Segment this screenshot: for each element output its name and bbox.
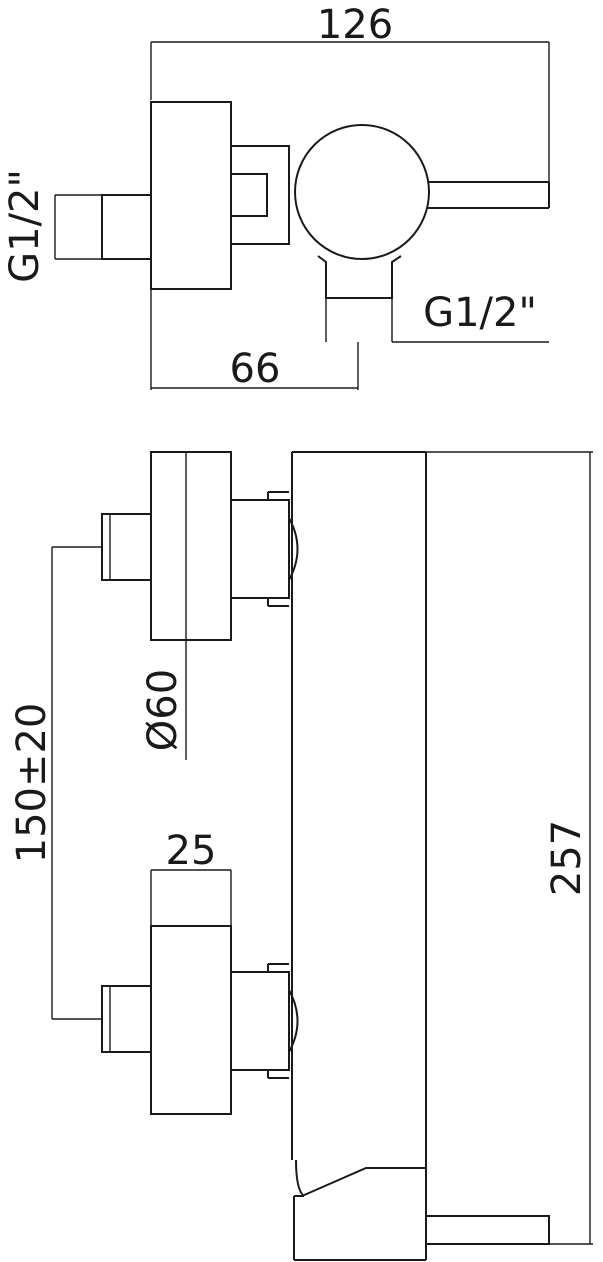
dim-overall-width: 126 — [150, 2, 550, 182]
dim-label-150-20: 150±20 — [9, 703, 55, 864]
lower-inlet-front — [101, 925, 299, 1115]
dim-label-257: 257 — [544, 820, 590, 896]
upper-inlet-front — [101, 451, 299, 760]
eccentric-top — [230, 145, 290, 245]
valve-body-front — [291, 451, 427, 1168]
front-view: 257 — [9, 451, 593, 1261]
dim-label-diameter-60: Ø60 — [140, 669, 186, 751]
dim-inlet-spacing: 150±20 — [9, 546, 102, 1020]
dim-label-126: 126 — [317, 2, 393, 48]
dim-overall-height: 257 — [426, 451, 593, 1245]
inlet-pipe-top — [54, 194, 152, 260]
outlet-thread-label: G1/2" — [423, 290, 537, 336]
dim-label-25: 25 — [166, 828, 217, 874]
dim-pipe-to-outlet: 66 — [150, 289, 359, 392]
dim-label-66: 66 — [230, 346, 281, 392]
lever-top — [428, 181, 550, 209]
cover-flange-top — [150, 101, 232, 290]
top-view: 126 G1/2" — [2, 2, 550, 392]
inlet-thread-label: G1/2" — [2, 169, 48, 283]
dim-eccentric-width: 25 — [150, 828, 232, 926]
lever-front — [293, 1159, 550, 1261]
valve-body-top — [294, 124, 430, 260]
outlet-top — [317, 255, 549, 343]
